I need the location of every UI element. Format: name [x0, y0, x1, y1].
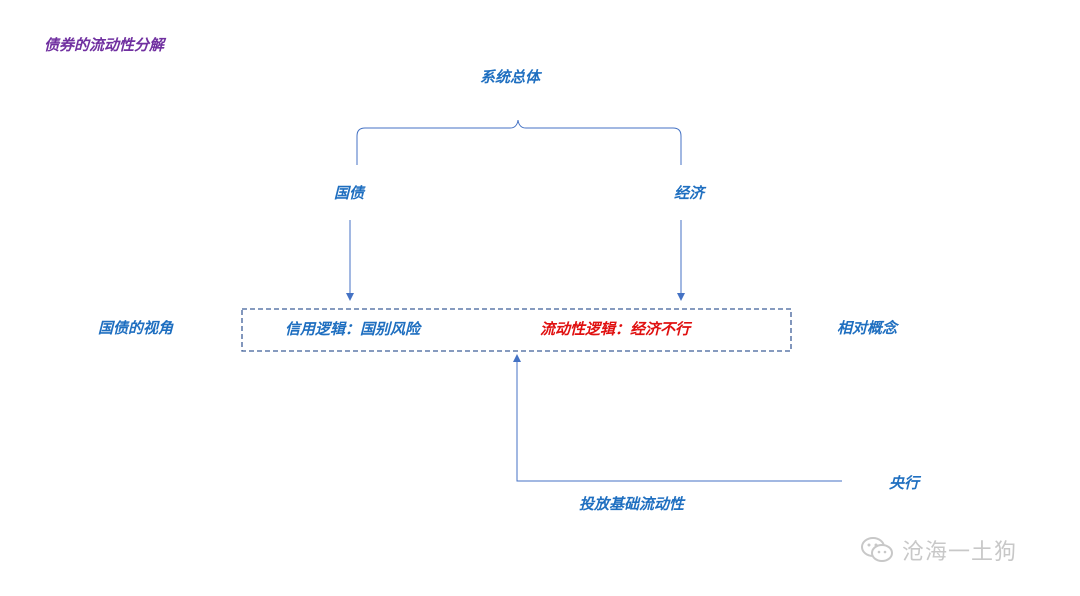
top-node-label: 系统总体 — [480, 68, 541, 86]
central-bank-label: 央行 — [889, 474, 920, 492]
curly-brace — [356, 119, 682, 165]
left-side-label: 国债的视角 — [98, 319, 174, 337]
wechat-icon — [861, 537, 893, 562]
base-liquidity-label: 投放基础流动性 — [579, 495, 685, 513]
left-branch-label: 国债 — [334, 184, 365, 202]
diagram-title: 债券的流动性分解 — [44, 36, 165, 54]
watermark-text: 沧海一土狗 — [902, 540, 1018, 565]
watermark: 沧海一土狗 — [860, 534, 1017, 566]
liquidity-logic-label: 流动性逻辑：经济不行 — [540, 320, 691, 338]
credit-logic-label: 信用逻辑：国别风险 — [285, 320, 421, 338]
arrow-central-bank — [513, 354, 842, 482]
right-branch-label: 经济 — [674, 184, 705, 202]
right-side-label: 相对概念 — [837, 319, 898, 337]
dashed-box — [241, 308, 792, 352]
